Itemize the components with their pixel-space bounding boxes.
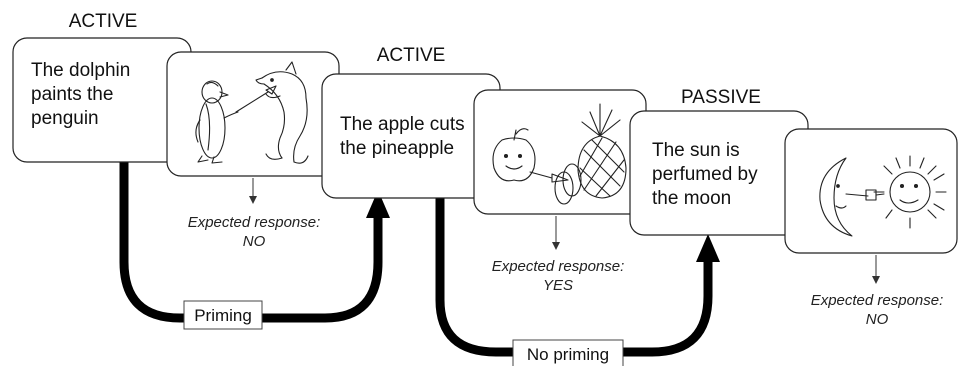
stage1-image-card (166, 51, 340, 177)
stage2-sentence-line1: The apple cuts (340, 114, 465, 135)
moon-perfuming-sun-icon (819, 155, 947, 237)
stage3-sentence-line3: the moon (652, 188, 731, 209)
stage1-response-label: Expected response: (188, 214, 321, 231)
stage1-voice-heading: ACTIVE (69, 11, 138, 32)
stage1-sentence-line2: paints the (31, 84, 113, 105)
stage3-response-label: Expected response: (811, 292, 944, 309)
apple-cutting-pineapple-icon (492, 103, 627, 205)
stage1-sentence-line3: penguin (31, 108, 99, 129)
stage1-sentence-line1: The dolphin (31, 60, 130, 81)
stage3-sentence-line2: perfumed by (652, 164, 758, 185)
stage2-voice-heading: ACTIVE (377, 45, 446, 66)
dolphin-painting-penguin-icon (195, 61, 309, 164)
transition-no-priming: No priming (512, 339, 624, 366)
priming-label: Priming (194, 306, 252, 325)
flow-arrow-no-priming (435, 198, 720, 357)
stage3-image-card (784, 128, 958, 254)
flow-arrow-priming (119, 162, 390, 323)
stage3-sentence-card: The sun is perfumed by the moon (629, 110, 809, 236)
stage2-sentence-card: The apple cuts the pineapple (321, 73, 501, 199)
stage2-sentence-line2: the pineapple (340, 138, 454, 159)
stage1-sentence-card: The dolphin paints the penguin (12, 37, 192, 163)
stage3-sentence-line1: The sun is (652, 140, 740, 161)
transition-priming: Priming (183, 300, 263, 330)
stage3-voice-heading: PASSIVE (681, 87, 761, 108)
no-priming-label: No priming (527, 345, 609, 364)
stage2-response-label: Expected response: (492, 258, 625, 275)
stage2-image-card (473, 89, 647, 215)
stage2-response-value: YES (543, 277, 573, 294)
stage1-response-value: NO (243, 233, 266, 250)
stage3-response-value: NO (866, 311, 889, 328)
